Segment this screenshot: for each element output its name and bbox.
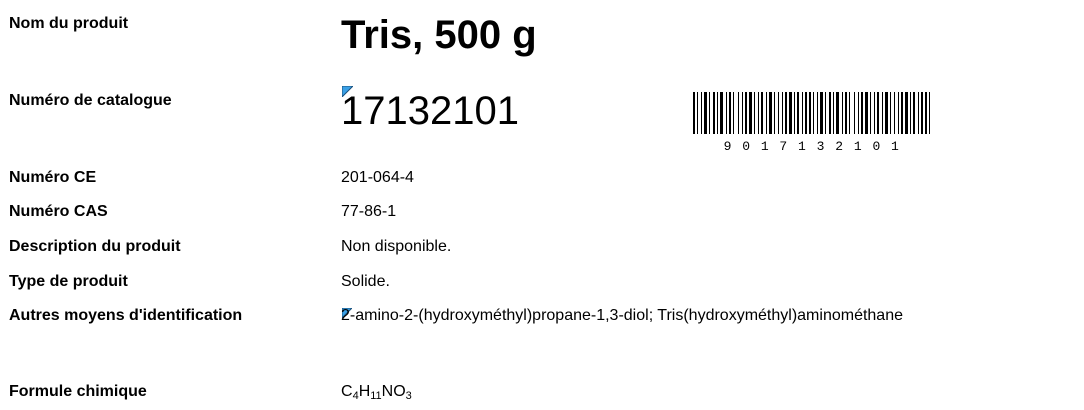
barcode-bar (717, 92, 718, 134)
barcode-bar (829, 92, 831, 134)
barcode-bar (766, 92, 767, 134)
description-label: Description du produit (9, 238, 181, 255)
barcode-bar (865, 92, 868, 134)
barcode-bar (729, 92, 731, 134)
barcode-bar (833, 92, 834, 134)
marker-flag-icon (342, 86, 353, 97)
product-name-label: Nom du produit (9, 15, 129, 32)
barcode-bar (745, 92, 747, 134)
barcode-bar (813, 92, 814, 134)
barcode-bar (905, 92, 908, 134)
barcode-bar (874, 92, 875, 134)
barcode-bar (778, 92, 779, 134)
barcode-bar (820, 92, 823, 134)
barcode-bar (885, 92, 888, 134)
barcode-bar (785, 92, 787, 134)
barcode-bar (901, 92, 903, 134)
barcode-bar (890, 92, 891, 134)
barcode-bars (693, 92, 930, 134)
barcode-bar (861, 92, 863, 134)
barcode-bar (925, 92, 927, 134)
barcode-bar (789, 92, 792, 134)
barcode-bar (870, 92, 871, 134)
barcode-bar (898, 92, 899, 134)
barcode: 9 0 1 7 1 3 2 1 0 1 (693, 92, 930, 152)
barcode-bar (802, 92, 803, 134)
barcode-bar (845, 92, 847, 134)
barcode-digits: 9 0 1 7 1 3 2 1 0 1 (724, 139, 901, 152)
barcode-bar (854, 92, 855, 134)
catalog-number-label: Numéro de catalogue (9, 92, 172, 109)
description-value: Non disponible. (341, 238, 452, 255)
barcode-bar (805, 92, 807, 134)
barcode-bar (701, 92, 702, 134)
cas-number-label: Numéro CAS (9, 203, 108, 220)
barcode-bar (817, 92, 818, 134)
barcode-bar (918, 92, 919, 134)
barcode-bar (849, 92, 850, 134)
barcode-bar (929, 92, 930, 134)
barcode-bar (882, 92, 883, 134)
barcode-bar (825, 92, 826, 134)
other-ids-value: 2-amino-2-(hydroxyméthyl)propane-1,3-dio… (341, 307, 903, 324)
barcode-bar (809, 92, 811, 134)
barcode-bar (742, 92, 743, 134)
barcode-bar (704, 92, 707, 134)
barcode-bar (697, 92, 698, 134)
barcode-bar (836, 92, 839, 134)
barcode-bar (877, 92, 879, 134)
barcode-bar (693, 92, 695, 134)
barcode-bar (794, 92, 795, 134)
barcode-bar (842, 92, 843, 134)
barcode-bar (754, 92, 755, 134)
barcode-bar (720, 92, 723, 134)
barcode-bar (713, 92, 715, 134)
barcode-bar (769, 92, 772, 134)
barcode-bar (910, 92, 911, 134)
ec-number-label: Numéro CE (9, 169, 97, 186)
catalog-number-value: 17132101 (341, 89, 519, 133)
product-type-value: Solide. (341, 273, 390, 290)
barcode-bar (894, 92, 895, 134)
barcode-bar (733, 92, 734, 134)
formula-value: C4H11NO3 (341, 383, 412, 402)
barcode-bar (709, 92, 710, 134)
cas-number-value: 77-86-1 (341, 203, 397, 220)
product-name-value: Tris, 500 g (341, 13, 537, 57)
barcode-bar (738, 92, 739, 134)
ec-number-value: 201-064-4 (341, 169, 414, 186)
barcode-bar (774, 92, 775, 134)
barcode-bar (921, 92, 923, 134)
barcode-bar (758, 92, 759, 134)
barcode-bar (782, 92, 783, 134)
product-type-label: Type de produit (9, 273, 128, 290)
barcode-bar (761, 92, 763, 134)
barcode-bar (749, 92, 752, 134)
marker-flag-icon (342, 308, 352, 318)
barcode-bar (797, 92, 799, 134)
other-ids-label: Autres moyens d'identification (9, 307, 243, 324)
barcode-bar (726, 92, 727, 134)
formula-label: Formule chimique (9, 383, 147, 400)
barcode-bar (858, 92, 859, 134)
barcode-bar (913, 92, 915, 134)
